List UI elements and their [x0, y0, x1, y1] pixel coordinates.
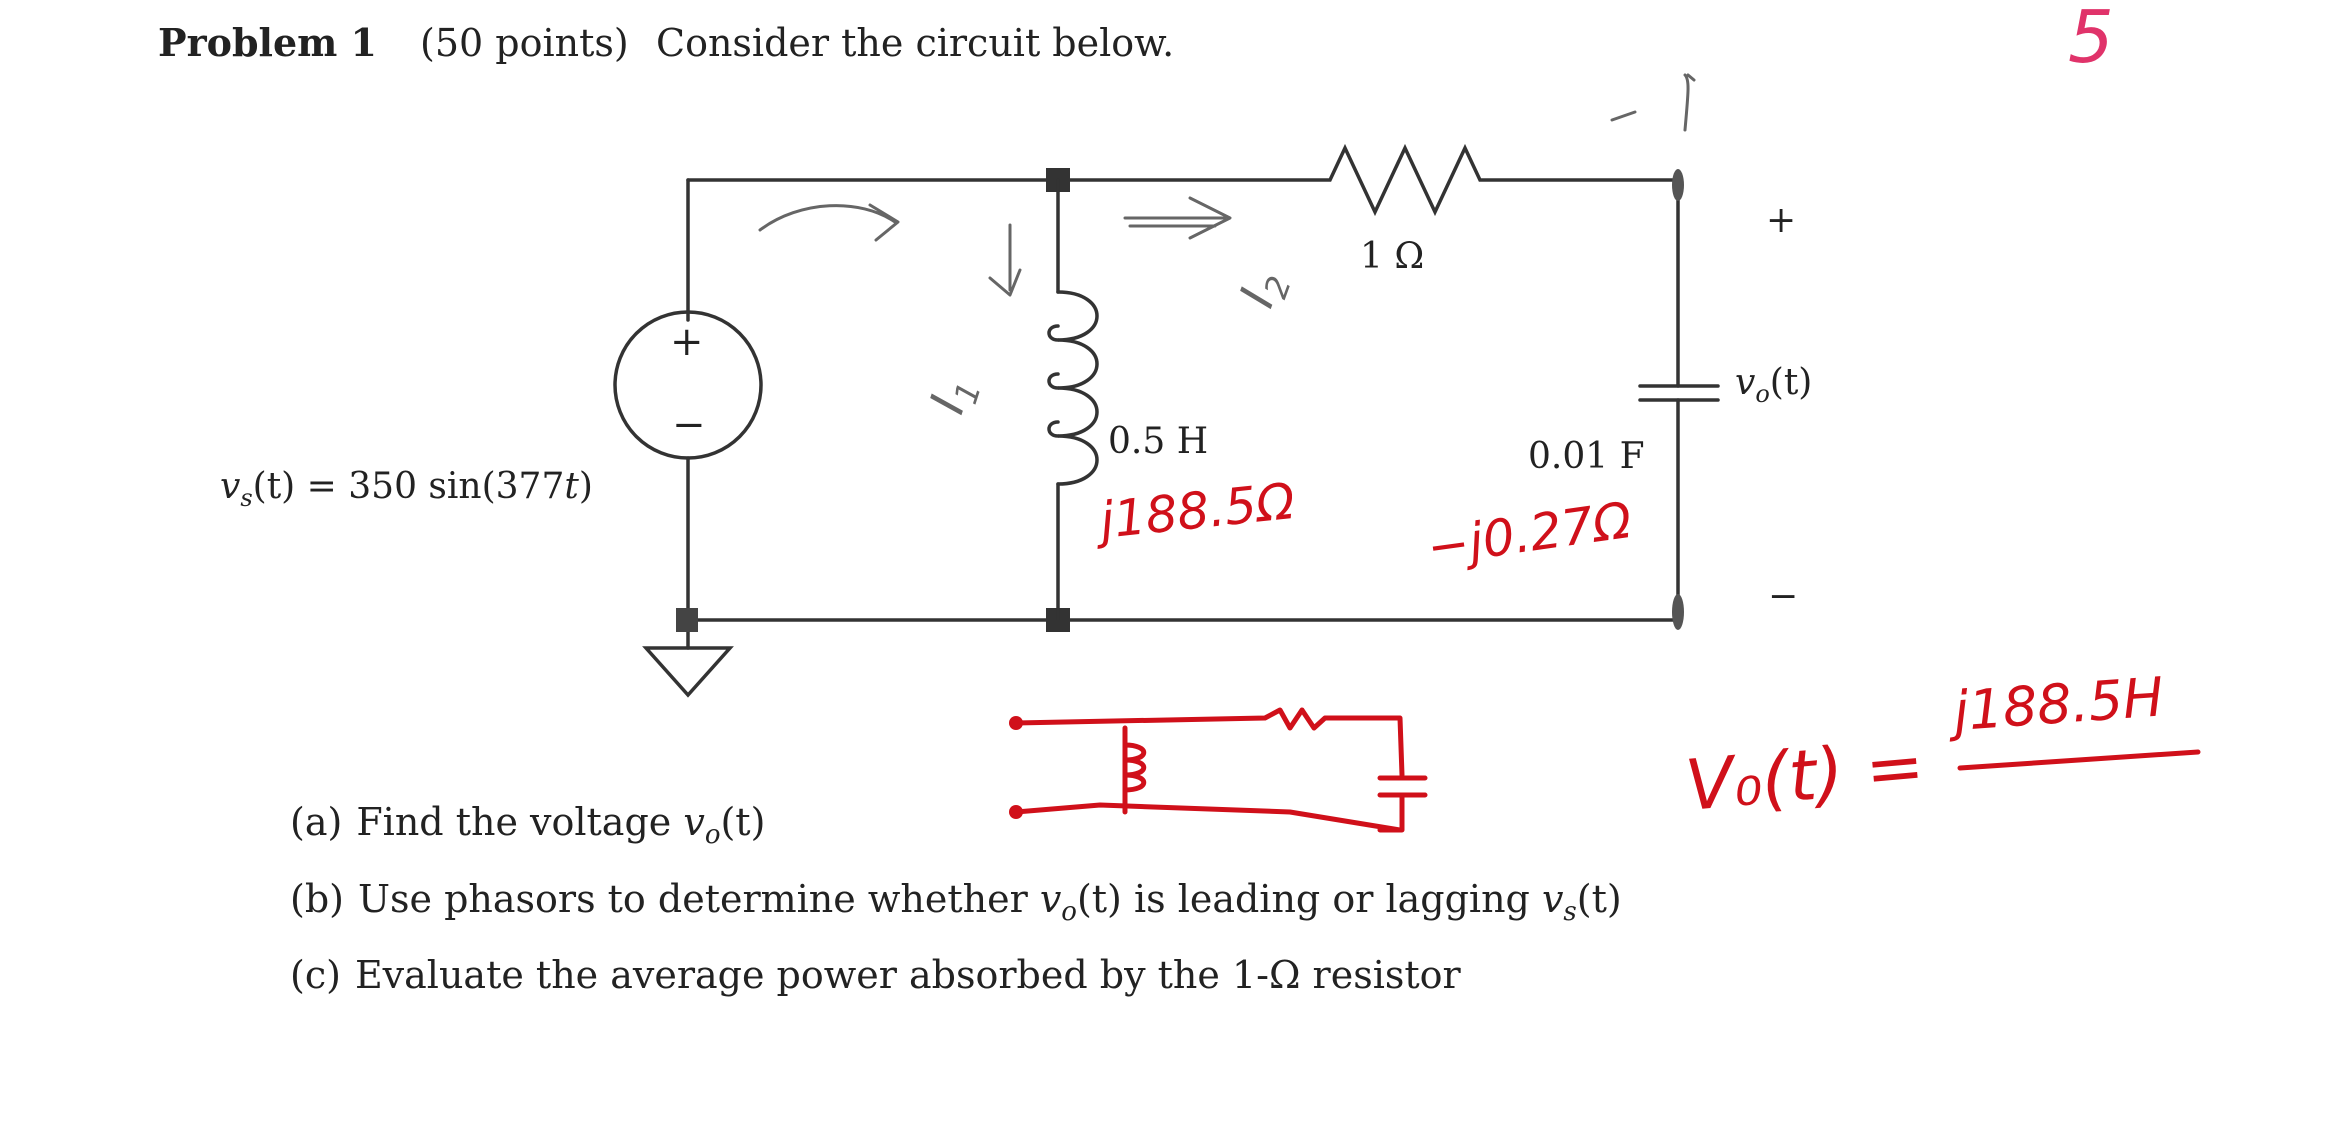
handwritten-annotations: I1 I2 j188.5Ω −j0.27Ω V₀(t) = j188.5H [758, 73, 2201, 833]
loop-current-arrow [758, 203, 900, 242]
output-voltage-label: vo(t) [1735, 362, 1812, 408]
resistor-label: 1 Ω [1360, 236, 1424, 277]
inductor-label: 0.5 H [1108, 421, 1208, 462]
output-terminal-top [1672, 169, 1684, 201]
part-b: (b)Use phasors to determine whether vo(t… [290, 877, 1622, 927]
current-i1-label: I1 [919, 370, 989, 422]
sketch-capacitor [1377, 775, 1428, 833]
circuit-diagram: + − 1 Ω 0.5 H 0.01 F + − vo(t) vs(t) = 3… [220, 143, 1812, 698]
inductor-coil [1056, 290, 1099, 486]
sketch-top-wire [1013, 707, 1405, 778]
output-minus: − [1768, 576, 1798, 617]
sketch-inductor [1122, 725, 1147, 815]
ground-node [676, 608, 698, 632]
sketch-circuit [1009, 707, 1428, 833]
source-plus-sign: + [670, 319, 704, 365]
resistor-symbol [1056, 143, 1680, 217]
inductor-coil-loops [1047, 324, 1060, 438]
output-plus: + [1766, 200, 1796, 241]
question-parts: (a)Find the voltage vo(t) (b)Use phasors… [290, 800, 1622, 997]
source-minus-sign: − [672, 402, 706, 448]
grade-mark: 5 [2068, 0, 2114, 79]
capacitor-label: 0.01 F [1528, 436, 1645, 477]
part-c: (c)Evaluate the average power absorbed b… [290, 953, 1462, 997]
problem-header: Problem 1 (50 points) Consider the circu… [158, 20, 1174, 65]
sketch-bottom-wire [1013, 802, 1403, 833]
output-terminal-bottom [1672, 594, 1684, 630]
current-i2-label: I2 [1229, 263, 1299, 317]
ground-symbol [642, 646, 734, 698]
vo-equation-lhs: V₀(t) = [1682, 724, 1927, 827]
inductor-impedance-note: j188.5Ω [1091, 472, 1297, 551]
problem-statement: Consider the circuit below. [656, 21, 1174, 65]
source-expression: vs(t) = 350 sin(377t) [220, 466, 593, 512]
inductor-current-arrow [988, 223, 1022, 297]
vo-equation-rhs: j188.5H [1945, 665, 2166, 743]
problem-number: Problem 1 [158, 20, 377, 65]
terminal-current-mark [1610, 73, 1696, 132]
fraction-bar [1957, 749, 2201, 771]
capacitor-impedance-note: −j0.27Ω [1424, 491, 1635, 577]
score-value: 5 [2068, 0, 2114, 79]
resistor-current-arrow [1123, 196, 1232, 240]
problem-points: (50 points) [420, 21, 629, 65]
part-a: (a)Find the voltage vo(t) [290, 800, 765, 850]
